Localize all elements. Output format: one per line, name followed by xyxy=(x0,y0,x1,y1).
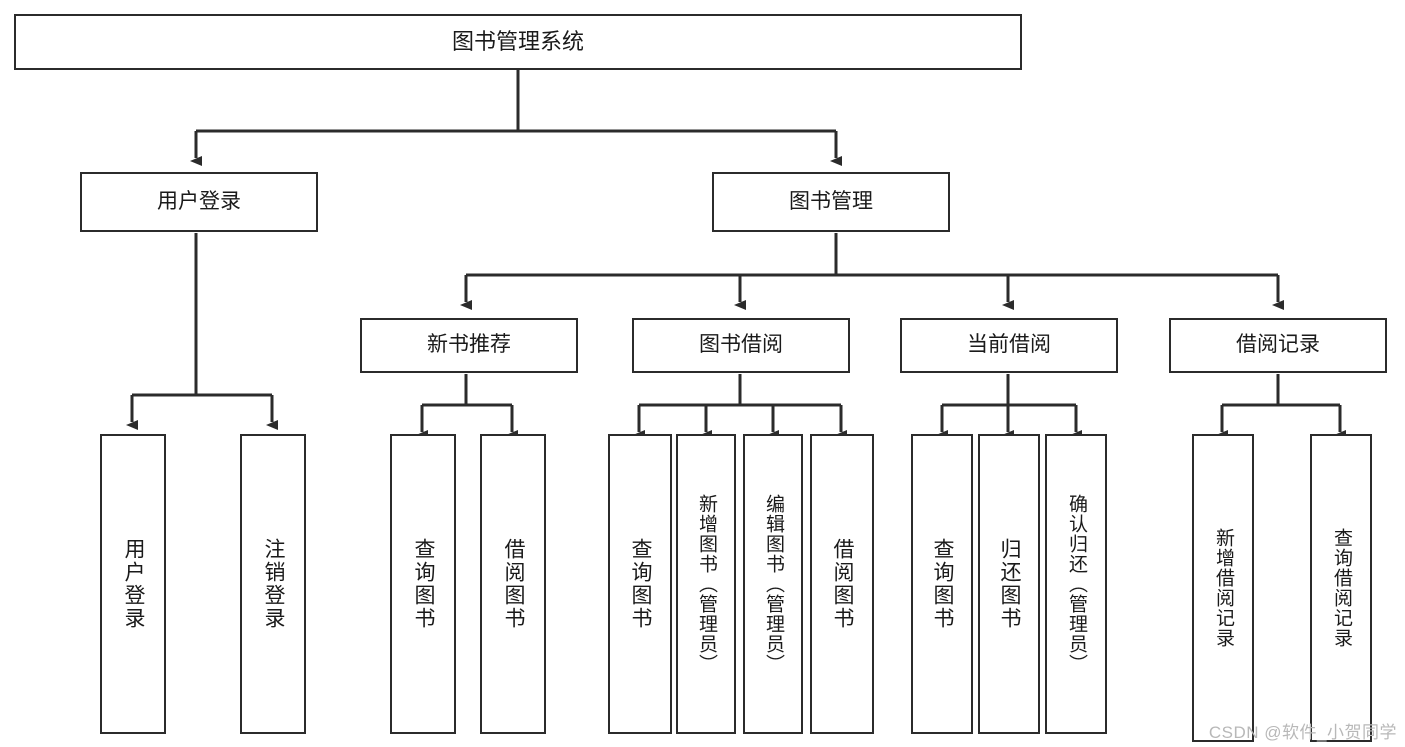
node-label: 用户登录 xyxy=(157,189,241,213)
node-label: 借阅图书 xyxy=(502,538,526,630)
node-borrow-records[interactable]: 借阅记录 xyxy=(1169,318,1387,373)
node-label: 查询借阅记录 xyxy=(1330,528,1352,648)
leaf-add-borrow-record[interactable]: 新增借阅记录 xyxy=(1192,434,1254,742)
node-new-book-recommend[interactable]: 新书推荐 xyxy=(360,318,578,373)
node-label: 查询图书 xyxy=(931,538,955,630)
node-label: 新增借阅记录 xyxy=(1212,528,1234,648)
node-label: 新增图书（管理员） xyxy=(695,494,717,674)
node-book-management[interactable]: 图书管理 xyxy=(712,172,950,232)
node-label: 确认归还（管理员） xyxy=(1065,494,1087,674)
node-label: 当前借阅 xyxy=(967,333,1051,357)
leaf-query-book-new[interactable]: 查询图书 xyxy=(390,434,456,734)
leaf-query-book-current[interactable]: 查询图书 xyxy=(911,434,973,734)
csdn-watermark: CSDN @软件_小贺同学 xyxy=(1208,723,1397,742)
node-label: 查询图书 xyxy=(629,538,653,630)
leaf-add-book-admin[interactable]: 新增图书（管理员） xyxy=(676,434,736,734)
leaf-edit-book-admin[interactable]: 编辑图书（管理员） xyxy=(743,434,803,734)
leaf-user-login[interactable]: 用户登录 xyxy=(100,434,166,734)
leaf-query-book-borrow[interactable]: 查询图书 xyxy=(608,434,672,734)
node-label: 图书管理 xyxy=(789,189,873,213)
leaf-user-logout[interactable]: 注销登录 xyxy=(240,434,306,734)
leaf-return-book[interactable]: 归还图书 xyxy=(978,434,1040,734)
node-root-system[interactable]: 图书管理系统 xyxy=(14,14,1022,70)
node-label: 查询图书 xyxy=(412,538,436,630)
node-label: 注销登录 xyxy=(262,538,286,630)
node-current-borrow[interactable]: 当前借阅 xyxy=(900,318,1118,373)
leaf-query-borrow-record[interactable]: 查询借阅记录 xyxy=(1310,434,1372,742)
leaf-confirm-return-admin[interactable]: 确认归还（管理员） xyxy=(1045,434,1107,734)
node-label: 图书借阅 xyxy=(699,333,783,357)
leaf-borrow-book-new[interactable]: 借阅图书 xyxy=(480,434,546,734)
node-label: 图书管理系统 xyxy=(451,29,584,55)
node-label: 新书推荐 xyxy=(427,333,511,357)
node-label: 用户登录 xyxy=(122,538,146,630)
node-label: 借阅图书 xyxy=(831,538,855,630)
node-label: 归还图书 xyxy=(998,538,1022,630)
leaf-borrow-book[interactable]: 借阅图书 xyxy=(810,434,874,734)
node-label: 借阅记录 xyxy=(1236,333,1320,357)
node-label: 编辑图书（管理员） xyxy=(762,494,784,674)
node-user-login[interactable]: 用户登录 xyxy=(80,172,318,232)
node-book-borrow[interactable]: 图书借阅 xyxy=(632,318,850,373)
